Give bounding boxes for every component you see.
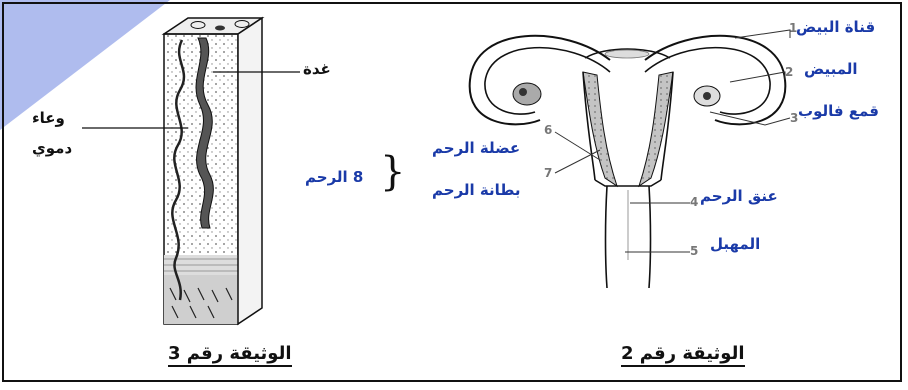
cervix-number: 4 — [690, 196, 698, 208]
vagina-number: 5 — [690, 245, 698, 257]
myometrium-label: عضلة الرحم — [432, 141, 520, 156]
endometrium-number: 7 — [544, 167, 552, 179]
vagina-label: المهبل — [710, 237, 760, 252]
cervix-label: عنق الرحم — [700, 189, 778, 204]
myometrium-number: 6 — [544, 124, 552, 136]
oviduct-label: قناة البيض — [796, 20, 875, 35]
document-2-caption: الوثيقة رقم 2 — [621, 345, 745, 367]
endometrium-label: بطانة الرحم — [432, 183, 521, 198]
ovary-label: المبيض — [804, 62, 858, 77]
ovary-number: 2 — [785, 66, 793, 78]
fallopian-funnel-label: قمع فالوب — [798, 104, 879, 119]
